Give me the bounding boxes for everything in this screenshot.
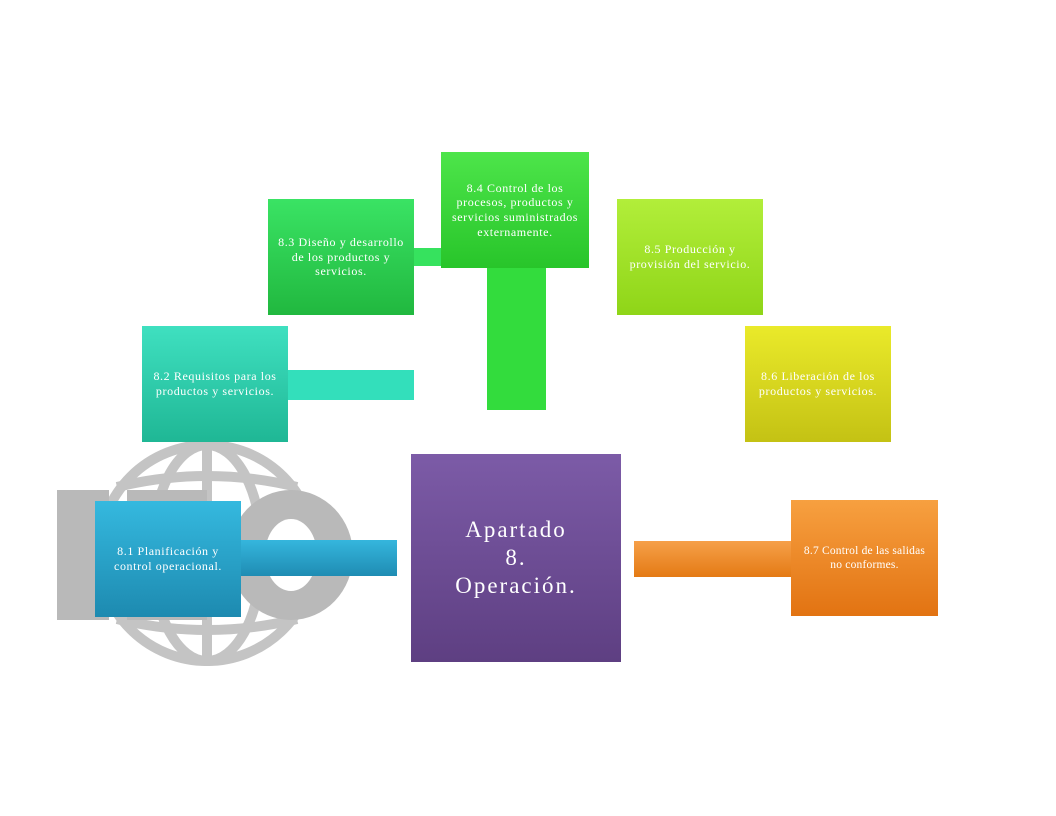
node-8-1-label: 8.1 Planificación y control operacional.	[114, 544, 222, 573]
center-node-apartado-8: Apartado 8. Operación.	[411, 454, 621, 662]
node-8-6-label: 8.6 Liberación de los productos y servic…	[758, 369, 878, 398]
node-8-5-label: 8.5 Producción y provisión del servicio.	[629, 242, 751, 271]
connector-8-3	[413, 248, 449, 266]
connector-8-7	[634, 541, 794, 577]
node-8-3-diseno: 8.3 Diseño y desarrollo de los productos…	[268, 199, 414, 315]
center-title-line-2: 8.	[505, 544, 527, 570]
node-8-7-salidas-no-conformes: 8.7 Control de las salidas no conformes.	[791, 500, 938, 616]
node-8-6-liberacion: 8.6 Liberación de los productos y servic…	[745, 326, 891, 442]
node-8-4-control-procesos: 8.4 Control de los procesos, productos y…	[441, 152, 589, 268]
connector-8-2	[286, 370, 414, 400]
node-8-1-planificacion: 8.1 Planificación y control operacional.	[95, 501, 241, 617]
center-title-line-1: Apartado	[465, 516, 567, 542]
connector-8-4	[487, 266, 546, 410]
center-title-line-3: Operación.	[455, 573, 577, 599]
node-8-2-label: 8.2 Requisitos para los productos y serv…	[153, 369, 277, 398]
node-8-5-produccion: 8.5 Producción y provisión del servicio.	[617, 199, 763, 315]
node-8-2-requisitos: 8.2 Requisitos para los productos y serv…	[142, 326, 288, 442]
node-8-3-label: 8.3 Diseño y desarrollo de los productos…	[278, 235, 404, 279]
connector-8-1	[237, 540, 397, 576]
node-8-4-label: 8.4 Control de los procesos, productos y…	[451, 180, 579, 239]
node-8-7-label: 8.7 Control de las salidas no conformes.	[803, 544, 926, 571]
